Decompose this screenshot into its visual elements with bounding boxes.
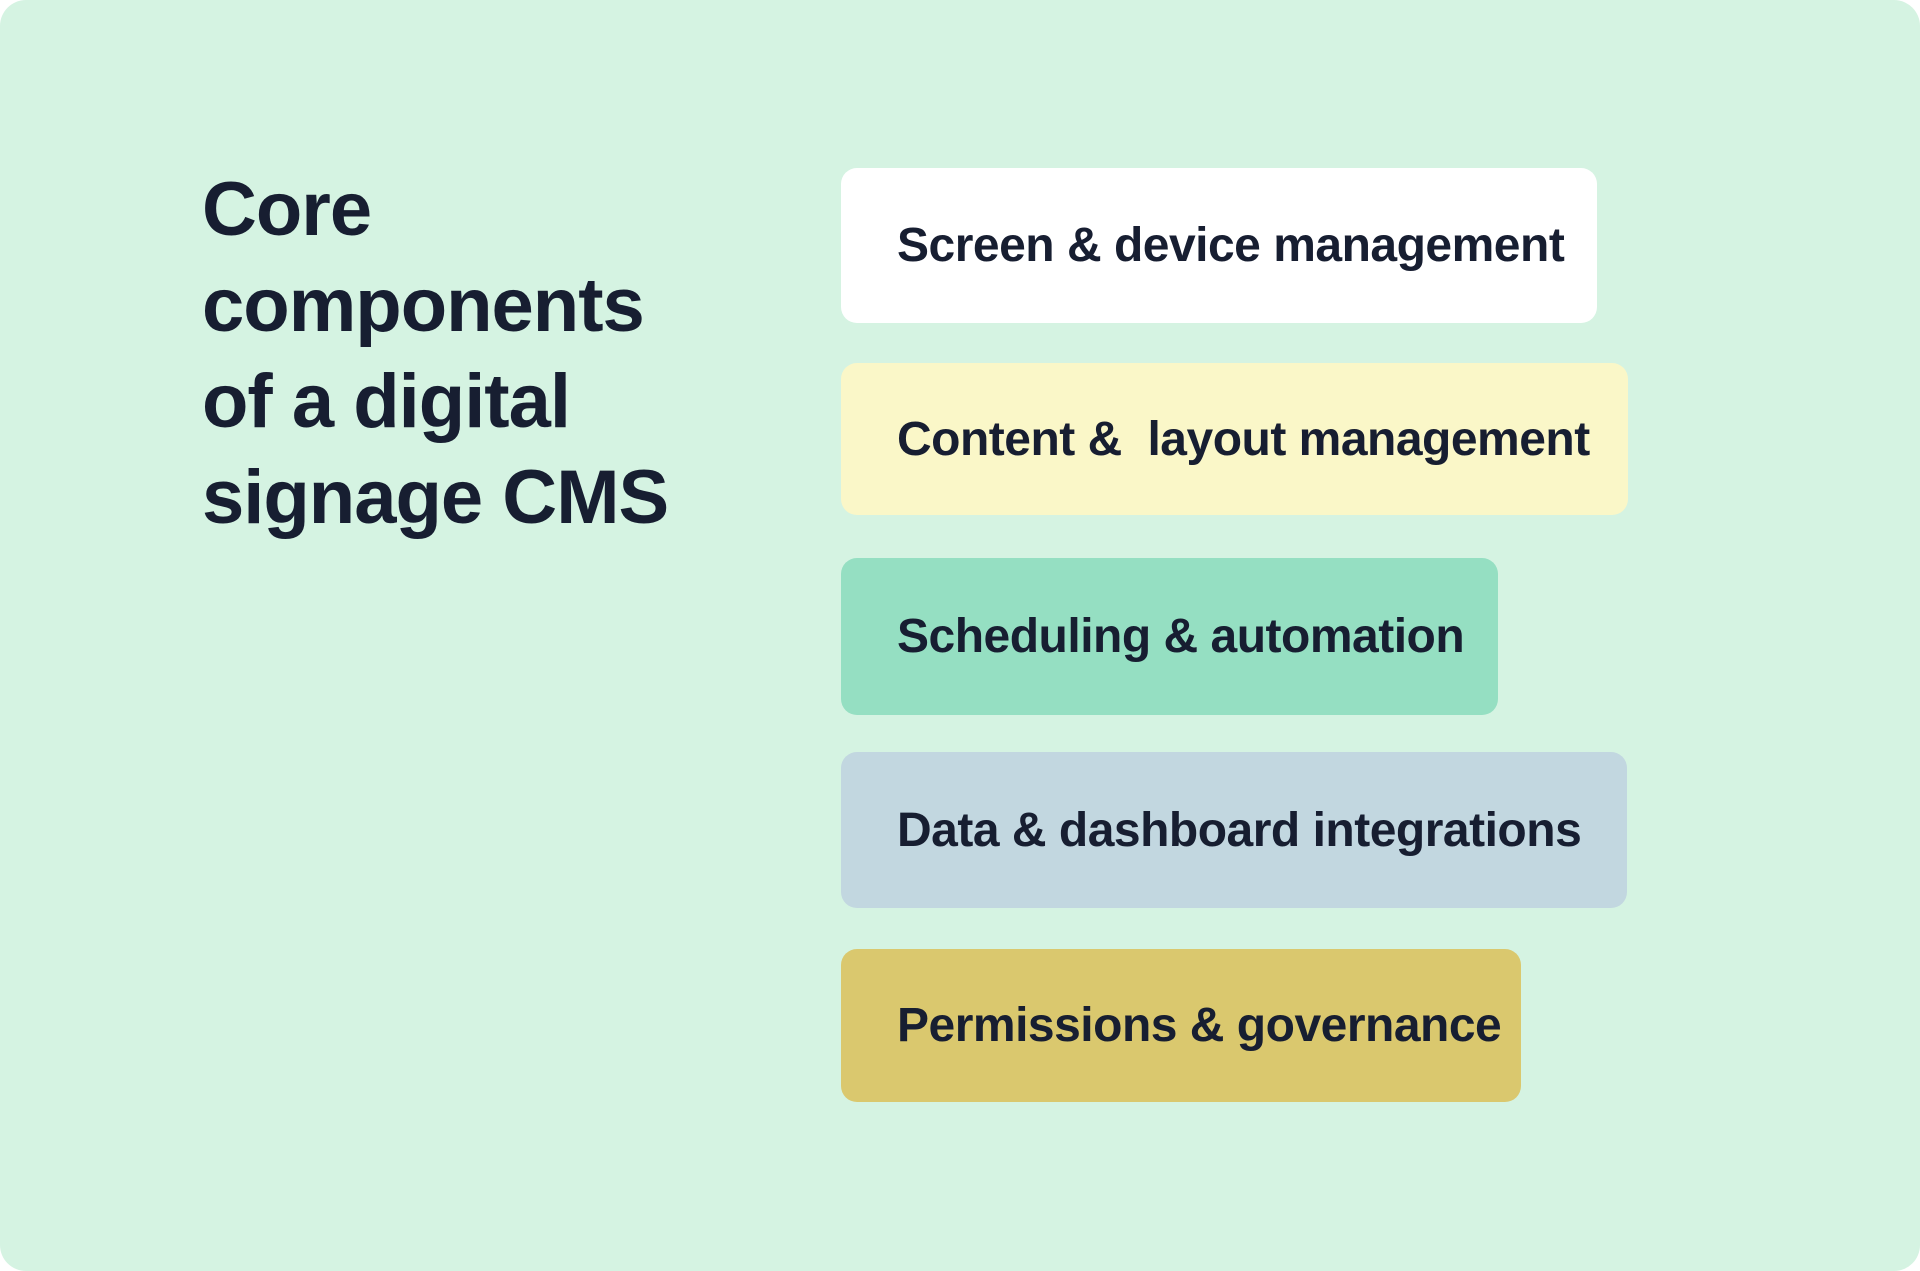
page-title: Core components of a digital signage CMS — [202, 162, 669, 546]
card-screen-device-management-label: Screen & device management — [897, 219, 1565, 272]
card-content-layout-management-label: Content & layout management — [897, 412, 1590, 466]
card-scheduling-automation-label: Scheduling & automation — [897, 610, 1465, 663]
card-data-dashboard-integrations-label: Data & dashboard integrations — [897, 803, 1582, 857]
page-title-line-3: of a digital — [202, 359, 571, 444]
card-permissions-governance: Permissions & governance — [841, 949, 1521, 1102]
page-title-line-4: signage CMS — [202, 455, 669, 540]
card-screen-device-management: Screen & device management — [841, 168, 1597, 323]
card-permissions-governance-label: Permissions & governance — [897, 999, 1502, 1052]
page-title-line-1: Core — [202, 167, 372, 252]
card-scheduling-automation: Scheduling & automation — [841, 558, 1498, 715]
page-title-line-2: components — [202, 263, 645, 348]
card-content-layout-management: Content & layout management — [841, 363, 1628, 515]
card-data-dashboard-integrations: Data & dashboard integrations — [841, 752, 1627, 908]
